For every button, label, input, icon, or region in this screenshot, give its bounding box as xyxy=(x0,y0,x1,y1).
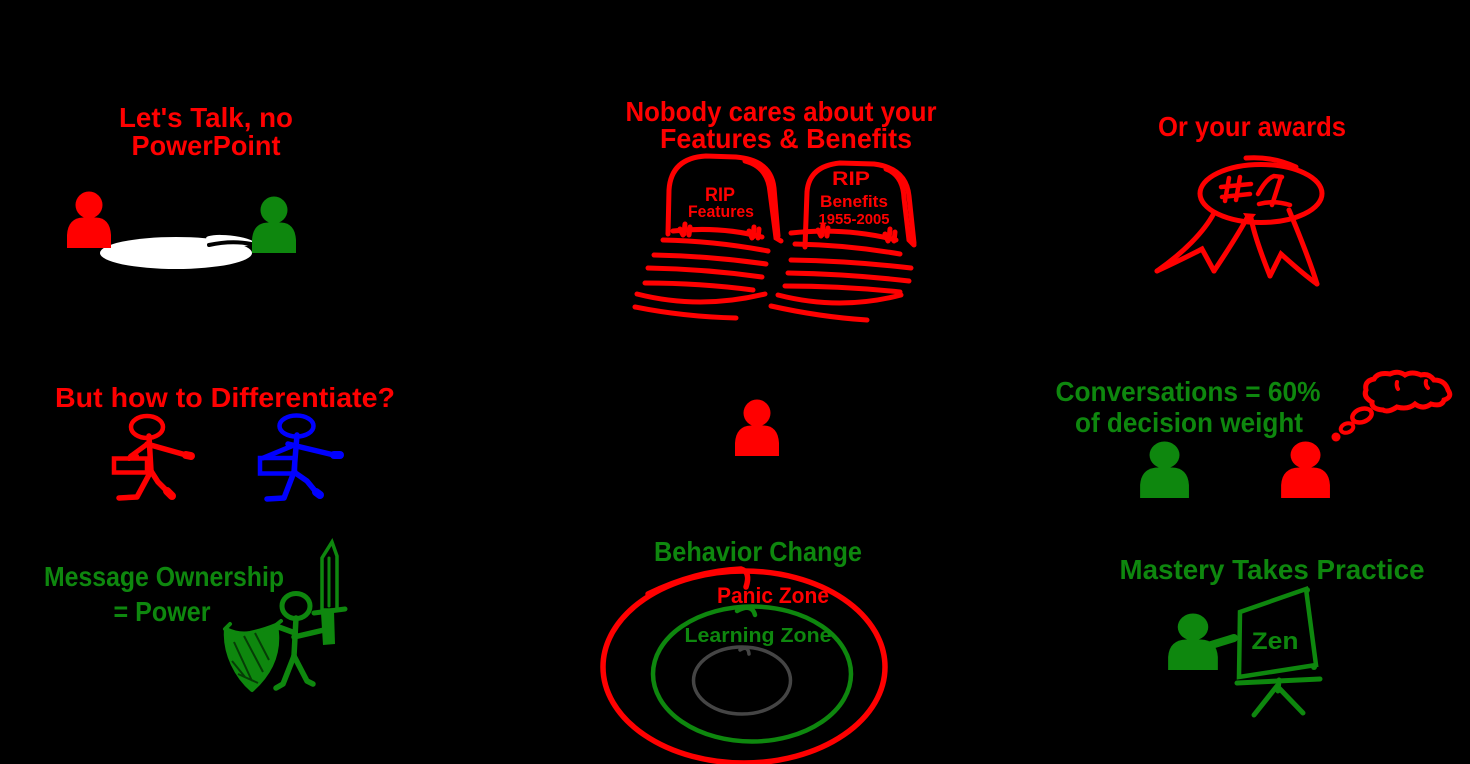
svg-text:Message Ownership: Message Ownership xyxy=(44,561,284,592)
svg-text:Or your awards: Or your awards xyxy=(1158,111,1346,142)
svg-text:Panic Zone: Panic Zone xyxy=(717,583,829,608)
svg-text:RIP: RIP xyxy=(832,169,870,190)
svg-text:Mastery Takes Practice: Mastery Takes Practice xyxy=(1120,554,1425,585)
svg-text:of decision weight: of decision weight xyxy=(1075,407,1303,438)
svg-text:Zen: Zen xyxy=(1252,628,1299,655)
svg-text:But how to Differentiate?: But how to Differentiate? xyxy=(55,382,395,413)
svg-text:= Power: = Power xyxy=(114,596,211,627)
svg-text:Benefits: Benefits xyxy=(820,192,888,211)
svg-text:Behavior Change: Behavior Change xyxy=(654,536,862,567)
svg-text:Conversations = 60%: Conversations = 60% xyxy=(1056,376,1321,407)
svg-text:Nobody cares about your: Nobody cares about your xyxy=(626,96,937,127)
svg-text:Learning Zone: Learning Zone xyxy=(685,625,832,647)
svg-text:Features & Benefits: Features & Benefits xyxy=(660,123,912,154)
svg-text:RIP: RIP xyxy=(705,185,735,206)
svg-text:Features: Features xyxy=(688,202,754,221)
svg-text:1955-2005: 1955-2005 xyxy=(819,212,890,228)
svg-text:PowerPoint: PowerPoint xyxy=(132,130,281,161)
svg-text:Let's Talk, no: Let's Talk, no xyxy=(119,102,293,133)
